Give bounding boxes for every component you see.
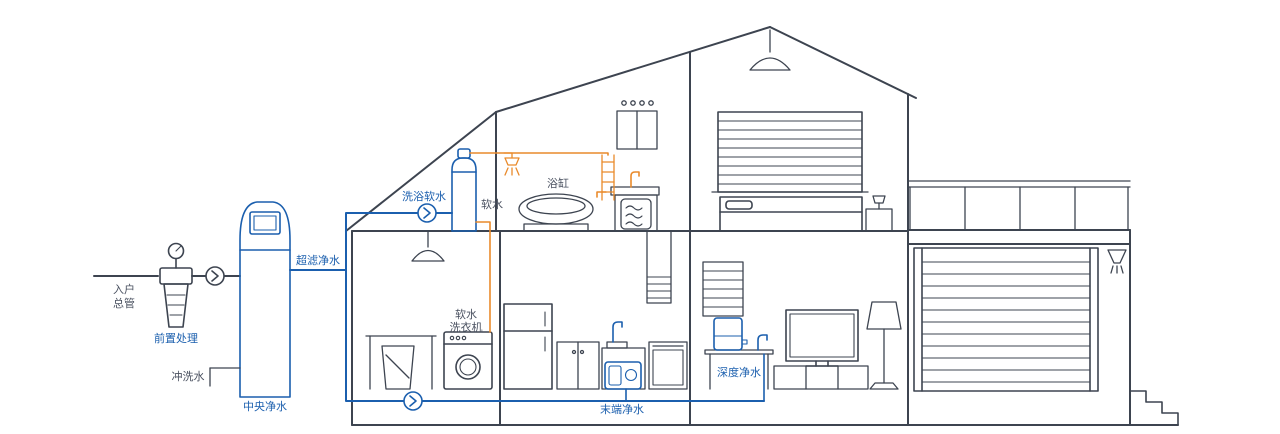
pre-filter-device [159,242,193,328]
sink-faucet-icon [612,321,623,343]
tv [785,309,859,367]
label-bath-softening: 洗浴软水 [402,189,446,203]
pendant-lamp-icon [749,29,791,71]
entrance-steps [1129,390,1179,426]
vanity [610,186,660,232]
label-flush-water: 冲洗水 [172,369,205,383]
label-inlet-main-line1: 入户 [113,282,135,296]
central-purifier-device [239,201,291,398]
garage [913,247,1179,426]
water-softener-device [451,148,477,232]
purified-water-pipes [289,203,765,411]
fridge [503,303,553,390]
garage-door-slats [921,261,1091,383]
label-soft-water: 软水 [481,197,503,211]
range-hood-duct [646,230,672,304]
kitchen-cabinet [556,341,600,390]
soft-water-pipes [469,152,609,333]
label-washer-line1: 软水 [455,307,477,321]
label-terminal-purification: 末端净水 [600,402,644,416]
flush-drain-line [209,367,241,387]
washing-machine [443,331,493,390]
living-room [702,261,902,390]
oven [648,341,688,390]
house-outline [345,26,1179,426]
roof-terrace-railing [907,180,1131,231]
bedroom [711,29,893,232]
label-deep-purification: 深度净水 [717,365,761,379]
window-blinds [711,111,869,193]
bathtub [518,193,594,232]
kitchen [503,230,688,390]
wall-lamp-icon [1107,249,1127,274]
floor-lamp-icon [866,301,902,390]
label-ultrafiltration: 超滤净水 [296,253,340,267]
label-washer-line2: 洗衣机 [450,320,483,334]
labels: 入户 总管 前置处理 中央净水 冲洗水 超滤净水 洗浴软水 软水 浴缸 软水 洗… [113,176,761,416]
label-bathtub: 浴缸 [547,176,569,190]
vanity-faucet-icon [630,171,640,188]
flow-arrow-icon [205,266,225,286]
shower-head-icon [503,152,520,176]
tv-console [773,365,869,390]
pendant-lamp-icon [411,230,445,262]
dispenser-faucet-icon [757,334,768,351]
countertop-dispenser-device [713,317,748,351]
bed [719,196,863,232]
slatted-cabinet [702,261,744,317]
laundry-counter [365,335,437,390]
laundry-room [365,230,493,390]
flow-arrow-icon [403,391,423,411]
label-pre-treatment: 前置处理 [154,331,198,345]
label-inlet-main-line2: 总管 [113,296,135,310]
nightstand [865,195,893,232]
inlet-and-treatment [93,201,291,398]
garage-door [913,247,1099,392]
towel-warmer-shower-column-icon [601,154,615,201]
flow-arrow-icon [417,203,437,223]
attic-softener-area [451,148,477,232]
under-sink-purifier-device [604,361,642,390]
bathroom [503,100,660,232]
label-central-purification: 中央净水 [243,399,287,413]
mirror-cabinet [616,100,658,150]
